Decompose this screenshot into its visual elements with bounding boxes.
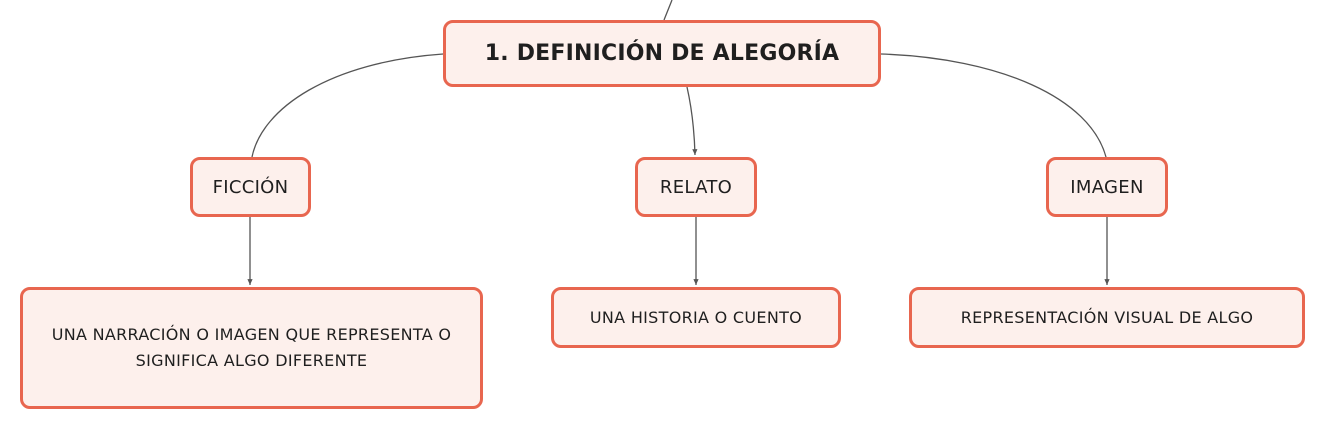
topic-label-imagen: IMAGEN <box>1070 176 1144 198</box>
root-node[interactable]: 1. DEFINICIÓN DE ALEGORÍA <box>443 20 881 87</box>
topic-node-imagen[interactable]: IMAGEN <box>1046 157 1168 217</box>
topic-node-relato[interactable]: RELATO <box>635 157 757 217</box>
subtopic-node-relato[interactable]: UNA HISTORIA O CUENTO <box>551 287 841 348</box>
subtopic-label-ficcion: UNA NARRACIÓN O IMAGEN QUE REPRESENTA O … <box>51 325 452 370</box>
topic-label-relato: RELATO <box>659 176 733 198</box>
topic-label-ficcion: FICCIÓN <box>212 176 289 198</box>
connector-root-to-relato <box>686 86 698 156</box>
root-node-label: 1. DEFINICIÓN DE ALEGORÍA <box>484 41 840 66</box>
topic-node-ficcion[interactable]: FICCIÓN <box>190 157 311 217</box>
connector-root-to-imagen <box>880 53 1107 158</box>
subtopic-node-ficcion[interactable]: UNA NARRACIÓN O IMAGEN QUE REPRESENTA O … <box>20 287 483 409</box>
connector-parent-to-root <box>663 0 673 21</box>
subtopic-label-relato: UNA HISTORIA O CUENTO <box>589 307 803 327</box>
subtopic-label-imagen: REPRESENTACIÓN VISUAL DE ALGO <box>960 307 1254 327</box>
subtopic-node-imagen[interactable]: REPRESENTACIÓN VISUAL DE ALGO <box>909 287 1305 348</box>
connector-root-to-ficcion <box>251 53 444 158</box>
